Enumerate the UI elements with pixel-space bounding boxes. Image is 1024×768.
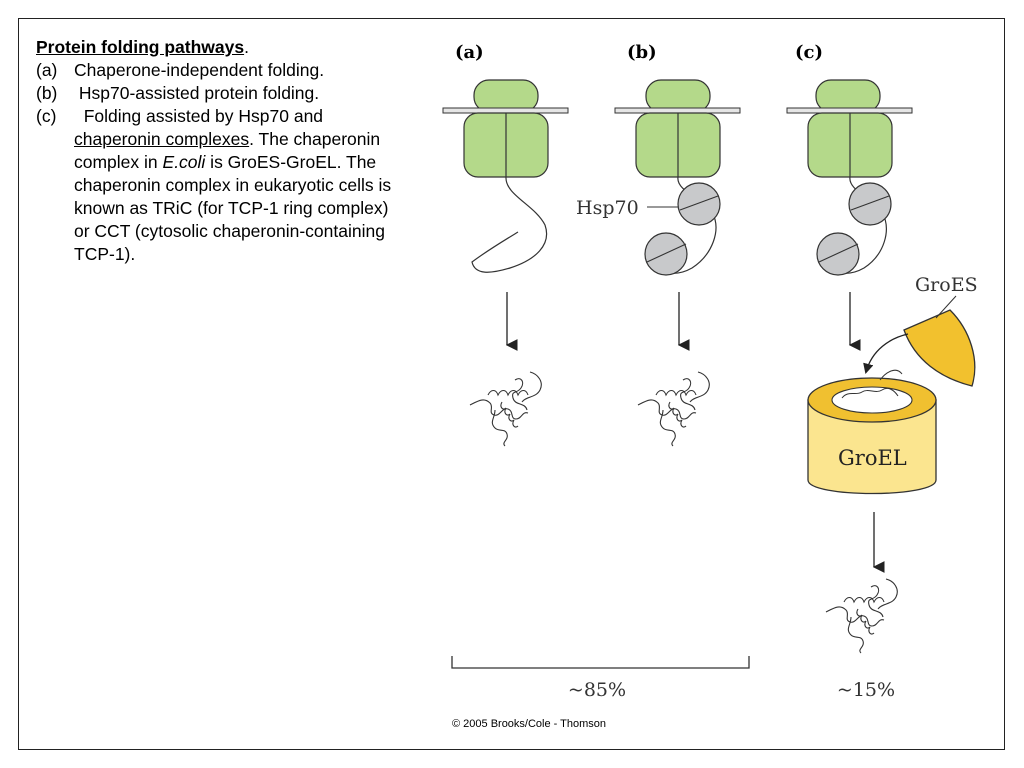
- folded-protein-b: [637, 371, 710, 447]
- groes-cap: [903, 309, 976, 387]
- text-panel: Protein folding pathways. (a) Chaperone-…: [36, 36, 396, 266]
- panel-label-a: (a): [455, 42, 484, 63]
- yield-15: ~15%: [837, 679, 895, 701]
- panel-label-b: (b): [627, 42, 657, 63]
- list-marker-c: (c): [36, 106, 57, 126]
- ecoli-italic: E.coli: [162, 152, 206, 172]
- panel-label-c: (c): [795, 42, 823, 63]
- list-marker-a: (a): [36, 60, 58, 80]
- hsp70-b-upper: [677, 182, 721, 226]
- list-text-a: Chaperone-independent folding.: [74, 60, 325, 80]
- list-marker-b: (b): [36, 83, 58, 103]
- list-text-c-part1: Folding assisted by Hsp70 and: [74, 106, 328, 126]
- groel-label: GroEL: [838, 446, 907, 470]
- ribosome-small-subunit-c: [815, 79, 881, 113]
- groel-barrel: GroEL: [807, 369, 937, 495]
- groel-body: [807, 399, 937, 495]
- groes-label-leader: [935, 295, 957, 319]
- list-item-a: (a) Chaperone-independent folding.: [36, 59, 396, 82]
- folded-protein-a: [469, 371, 542, 447]
- hsp70-c-upper: [848, 182, 892, 226]
- ribosome-small-subunit-b: [645, 79, 711, 113]
- nascent-chain-a: [471, 176, 548, 273]
- list-text-b: Hsp70-assisted protein folding.: [74, 83, 320, 103]
- ribosome-b: [614, 79, 741, 178]
- ribosome-c: [786, 79, 913, 178]
- yield-bracket: [451, 656, 750, 669]
- groes-label: GroES: [915, 274, 978, 296]
- list-text-c-part3: is GroES-GroEL. The chaperonin complex i…: [74, 152, 399, 264]
- ribosome-a: [442, 79, 569, 178]
- text-title-suffix: .: [244, 37, 249, 57]
- text-title: Protein folding pathways: [36, 37, 245, 57]
- hsp70-b-lower: [644, 232, 688, 276]
- hsp70-c-lower: [816, 232, 860, 276]
- membrane-c: [786, 107, 913, 114]
- chaperonin-complexes-link: chaperonin complexes: [74, 129, 250, 149]
- folded-protein-c: [825, 578, 898, 654]
- hsp70-label: Hsp70: [576, 197, 639, 219]
- arrow-groes-binding: [863, 333, 909, 375]
- copyright-notice: © 2005 Brooks/Cole - Thomson: [452, 718, 607, 730]
- ribosome-small-subunit-a: [473, 79, 539, 113]
- list-text-c-part2: . The chaperonin complex in: [74, 129, 381, 172]
- membrane-a: [442, 107, 569, 114]
- text-title-line: Protein folding pathways.: [36, 36, 396, 59]
- list-item-b: (b) Hsp70-assisted protein folding.: [36, 82, 396, 105]
- yield-85: ~85%: [568, 679, 626, 701]
- list-item-c: (c) Folding assisted by Hsp70 and chaper…: [36, 105, 396, 266]
- membrane-b: [614, 107, 741, 114]
